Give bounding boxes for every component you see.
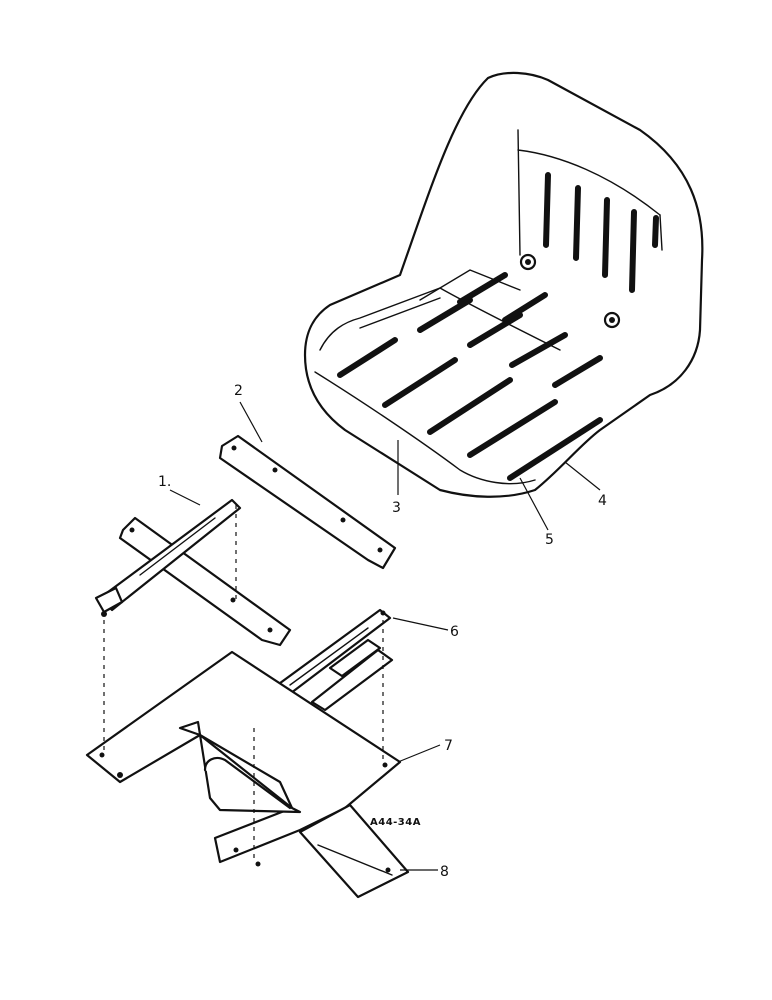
figure-reference: A44-34A xyxy=(370,817,421,828)
seat-pan xyxy=(303,71,704,498)
callout-1: 1. xyxy=(158,474,171,490)
cross-bar-lower xyxy=(118,516,292,647)
seat-back-slots xyxy=(543,172,659,293)
mounting-plate xyxy=(85,650,402,867)
callout-2: 2 xyxy=(234,383,243,399)
slide-rail-left xyxy=(94,498,242,617)
bottom-bracket xyxy=(298,803,410,899)
callout-8: 8 xyxy=(440,864,449,880)
seat-cushion-ridges xyxy=(337,272,603,481)
callout-3: 3 xyxy=(392,500,401,516)
callout-4: 4 xyxy=(598,493,607,509)
alignment-lines xyxy=(103,505,384,860)
callout-5: 5 xyxy=(545,532,554,548)
leader-lines xyxy=(169,401,601,871)
cross-bar-upper xyxy=(218,434,397,570)
callout-6: 6 xyxy=(450,624,459,640)
callout-7: 7 xyxy=(444,738,453,754)
